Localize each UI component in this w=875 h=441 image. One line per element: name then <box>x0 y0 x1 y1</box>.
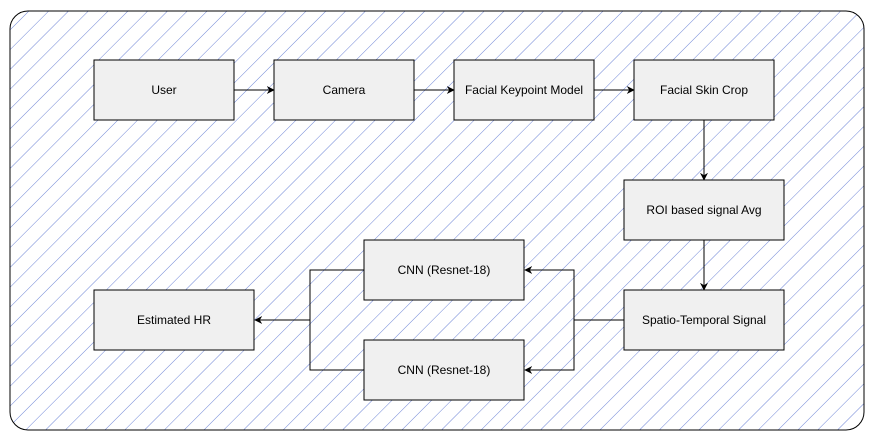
connector-cnn-bottom-to-merge <box>309 320 364 371</box>
node-roi-signal-avg-label: ROI based signal Avg <box>646 203 761 217</box>
node-facial-keypoint-model: Facial Keypoint Model <box>453 59 595 121</box>
node-user-box <box>93 59 235 121</box>
node-cnn-bottom-box <box>363 339 525 401</box>
node-user: User <box>93 59 235 121</box>
arrow-spatiotemporal-to-cnn-bottom <box>524 320 575 374</box>
node-facial-keypoint-model-box <box>453 59 595 121</box>
node-estimated-hr-label: Estimated HR <box>137 313 211 327</box>
node-spatio-temporal-signal: Spatio-Temporal Signal <box>623 289 785 351</box>
node-roi-signal-avg-box <box>623 179 785 241</box>
node-cnn-top-box <box>363 239 525 301</box>
arrow-spatiotemporal-to-cnn-top <box>524 266 575 320</box>
node-cnn-bottom-label: CNN (Resnet-18) <box>398 363 491 377</box>
node-cnn-top-label: CNN (Resnet-18) <box>398 263 491 277</box>
node-facial-skin-crop-label: Facial Skin Crop <box>660 83 748 97</box>
node-cnn-top: CNN (Resnet-18) <box>363 239 525 301</box>
connectors <box>234 86 708 374</box>
node-facial-keypoint-model-label: Facial Keypoint Model <box>465 83 583 97</box>
node-facial-skin-crop-box <box>633 59 775 121</box>
connector-cnn-top-to-merge <box>309 269 364 320</box>
node-facial-skin-crop: Facial Skin Crop <box>633 59 775 121</box>
node-camera: Camera <box>273 59 415 121</box>
node-cnn-bottom: CNN (Resnet-18) <box>363 339 525 401</box>
node-camera-label: Camera <box>323 83 366 97</box>
node-spatio-temporal-signal-box <box>623 289 785 351</box>
node-spatio-temporal-signal-label: Spatio-Temporal Signal <box>642 313 766 327</box>
node-estimated-hr: Estimated HR <box>93 289 255 351</box>
node-user-label: User <box>151 83 176 97</box>
node-estimated-hr-box <box>93 289 255 351</box>
node-roi-signal-avg: ROI based signal Avg <box>623 179 785 241</box>
node-camera-box <box>273 59 415 121</box>
